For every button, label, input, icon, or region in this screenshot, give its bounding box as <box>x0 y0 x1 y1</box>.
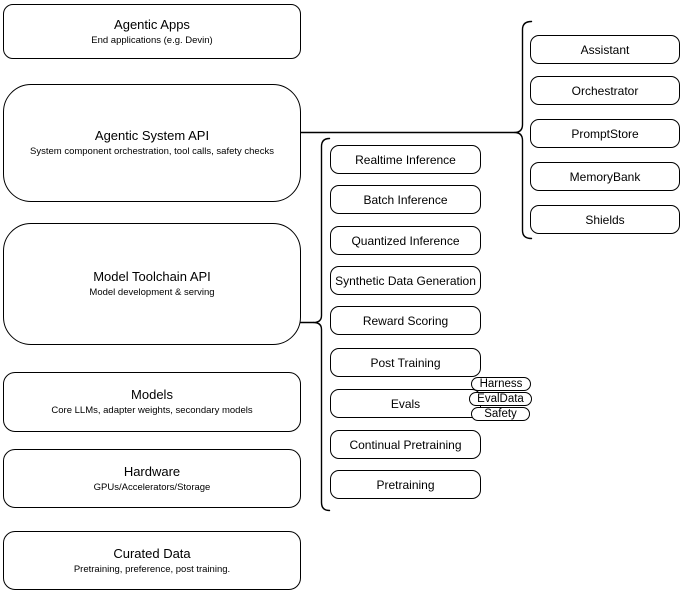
layer-title: Agentic Apps <box>114 16 190 32</box>
layer-subtitle: System component orchestration, tool cal… <box>30 146 274 157</box>
tag-label: Safety <box>484 408 517 420</box>
tag-label: Harness <box>479 378 523 390</box>
toolchain-bracket <box>313 137 331 512</box>
node-reward-scoring: Reward Scoring <box>330 306 481 335</box>
node-label: Pretraining <box>376 477 435 492</box>
node-synthetic-data-generation: Synthetic Data Generation <box>330 266 481 295</box>
node-assistant: Assistant <box>530 35 680 64</box>
node-label: Reward Scoring <box>362 313 449 328</box>
node-models: Models Core LLMs, adapter weights, secon… <box>3 372 301 432</box>
layer-subtitle: Core LLMs, adapter weights, secondary mo… <box>51 405 253 416</box>
node-quantized-inference: Quantized Inference <box>330 226 481 255</box>
node-label: Shields <box>585 212 625 227</box>
node-agentic-apps: Agentic Apps End applications (e.g. Devi… <box>3 4 301 59</box>
layer-subtitle: Model development & serving <box>89 287 215 298</box>
node-batch-inference: Batch Inference <box>330 185 481 214</box>
node-post-training: Post Training <box>330 348 481 377</box>
layer-subtitle: End applications (e.g. Devin) <box>91 34 213 46</box>
node-evals: Evals <box>330 389 481 418</box>
node-label: Synthetic Data Generation <box>335 273 476 288</box>
tag-safety: Safety <box>471 407 530 421</box>
node-shields: Shields <box>530 205 680 234</box>
layer-subtitle: Pretraining, preference, post training. <box>73 563 231 575</box>
node-label: Batch Inference <box>363 192 448 207</box>
node-label: Continual Pretraining <box>349 437 462 452</box>
node-label: Post Training <box>370 355 441 370</box>
layer-title: Agentic System API <box>94 128 210 143</box>
node-label: Quantized Inference <box>351 233 460 248</box>
node-label: MemoryBank <box>569 169 641 184</box>
node-label: Evals <box>390 396 421 411</box>
node-label: PromptStore <box>571 126 639 141</box>
tag-evaldata: EvalData <box>469 392 532 406</box>
layer-title: Hardware <box>123 463 181 479</box>
node-curated-data: Curated Data Pretraining, preference, po… <box>3 531 301 590</box>
node-memorybank: MemoryBank <box>530 162 680 191</box>
node-realtime-inference: Realtime Inference <box>330 145 481 174</box>
node-orchestrator: Orchestrator <box>530 76 680 105</box>
layer-title: Model Toolchain API <box>93 269 211 284</box>
node-agentic-system-api: Agentic System API System component orch… <box>3 84 301 202</box>
node-continual-pretraining: Continual Pretraining <box>330 430 481 459</box>
node-label: Assistant <box>580 42 630 57</box>
layer-subtitle: GPUs/Accelerators/Storage <box>93 481 211 493</box>
tag-label: EvalData <box>477 393 524 405</box>
layer-title: Models <box>131 387 173 402</box>
node-label: Orchestrator <box>571 83 639 98</box>
tag-harness: Harness <box>471 377 531 391</box>
system-components-bracket <box>514 20 533 240</box>
layer-title: Curated Data <box>113 545 191 561</box>
node-pretraining: Pretraining <box>330 470 481 499</box>
node-hardware: Hardware GPUs/Accelerators/Storage <box>3 449 301 508</box>
node-model-toolchain-api: Model Toolchain API Model development & … <box>3 223 301 345</box>
node-label: Realtime Inference <box>355 152 456 167</box>
node-promptstore: PromptStore <box>530 119 680 148</box>
